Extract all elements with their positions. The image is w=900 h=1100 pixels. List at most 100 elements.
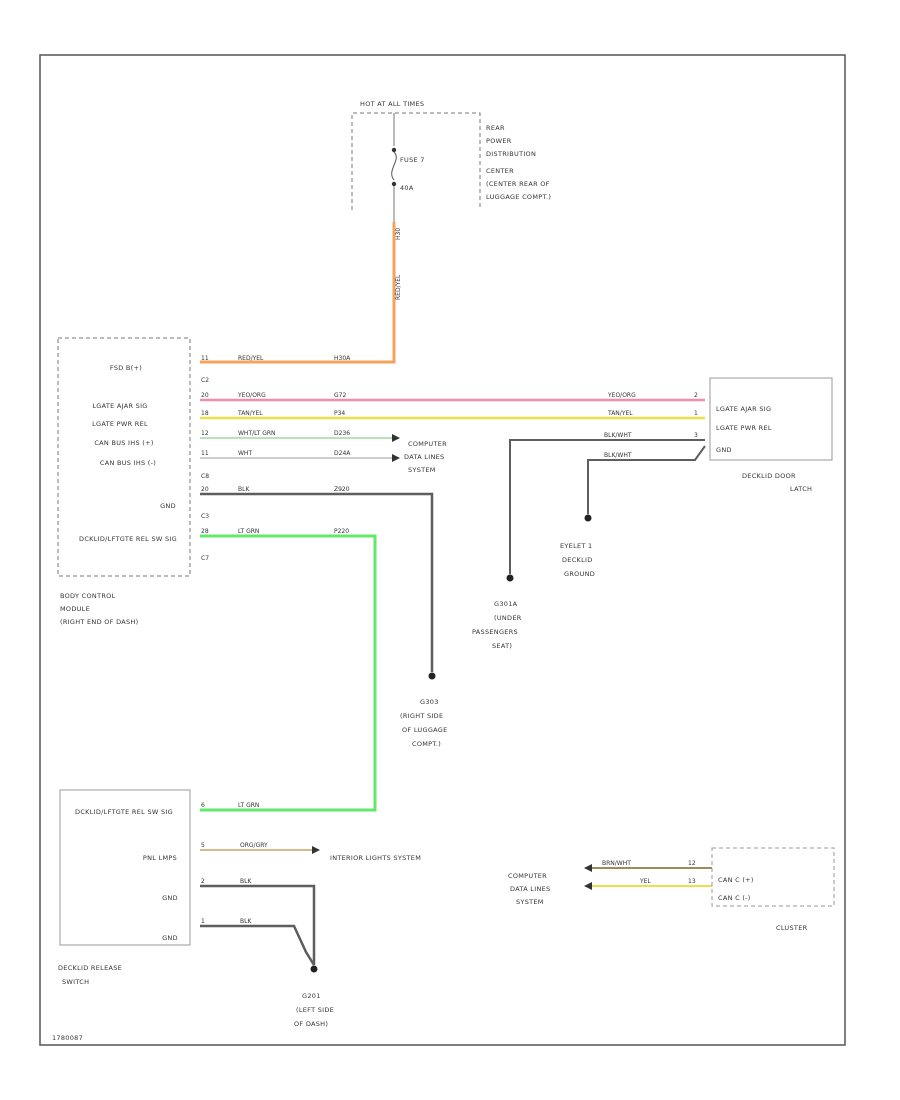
computer-data-b-0: COMPUTER xyxy=(508,872,547,880)
wire-switch-color-2: BLK xyxy=(240,878,252,885)
bcm-pin-num-6: 28 xyxy=(201,528,209,535)
g201-0: G201 xyxy=(302,992,321,1000)
bcm-pin-num-3: 12 xyxy=(201,430,209,437)
wire-switch-color-0: LT GRN xyxy=(238,802,259,809)
computer-data-0: COMPUTER xyxy=(408,440,447,448)
ground-g303 xyxy=(428,672,436,680)
switch-pin-label-2: GND xyxy=(162,894,178,902)
bcm-pin-num-2: 18 xyxy=(201,410,209,417)
switch-name-0: DECKLID RELEASE xyxy=(58,964,122,972)
wire-red-yel xyxy=(200,222,396,364)
decklid-release-switch: DCKLID/LFTGTE REL SW SIG PNL LMPS GND GN… xyxy=(58,789,205,986)
fuse-location-5: LUGGAGE COMPT.) xyxy=(486,193,551,201)
wire-cluster-pin-0: 12 xyxy=(688,860,696,867)
eyelet-1: DECKLID xyxy=(562,556,593,564)
wire-switch-gnd-1 xyxy=(200,884,316,965)
fuse-block-outline xyxy=(351,112,481,210)
cluster-name: CLUSTER xyxy=(776,924,808,932)
latch-name-1: LATCH xyxy=(790,485,812,493)
wire-bcm-color-3: WHT/LT GRN xyxy=(238,430,276,437)
fuse-location-1: POWER xyxy=(486,137,512,145)
wire-switch-color-3: BLK xyxy=(240,918,252,925)
wire-latch-color-0: YEO/ORG xyxy=(607,392,636,399)
ground-g301a xyxy=(506,574,514,582)
decklid-door-latch: LGATE AJAR SIG LGATE PWR REL GND 2 1 3 D… xyxy=(694,377,833,493)
bcm-pin-num-0: 11 xyxy=(201,355,209,362)
fuse-block: HOT AT ALL TIMES FUSE 7 40A REAR POWER D… xyxy=(351,100,551,222)
latch-pin-num-0: 2 xyxy=(694,392,698,399)
latch-pin-num-1: 1 xyxy=(694,410,698,417)
bcm-connector-c8: C8 xyxy=(201,473,209,480)
fuse-location-2: DISTRIBUTION xyxy=(486,150,536,158)
switch-name-1: SWITCH xyxy=(62,978,89,986)
fuse-amp: 40A xyxy=(400,184,414,192)
g303-1: (RIGHT SIDE xyxy=(400,712,443,720)
switch-pin-num-2: 2 xyxy=(201,878,205,885)
bcm-connector-c7: C7 xyxy=(201,555,209,562)
g301-1: (UNDER xyxy=(494,614,522,622)
eyelet-0: EYELET 1 xyxy=(560,542,593,550)
fuse-location-0: REAR xyxy=(486,124,505,132)
ground-eyelet xyxy=(584,514,592,522)
wire-switch-gnd-2 xyxy=(200,924,316,966)
wire-cluster-pin-1: 13 xyxy=(688,878,696,885)
wire-bcm-circuit-3: D236 xyxy=(334,430,350,437)
latch-pin-label-1: LGATE PWR REL xyxy=(716,424,772,432)
wire-bcm-color-0: RED/YEL xyxy=(238,355,264,362)
bcm-pin-label-3: CAN BUS IHS (+) xyxy=(94,439,153,447)
latch-pin-label-2: GND xyxy=(716,446,732,454)
computer-data-1: DATA LINES xyxy=(404,453,444,461)
switch-pin-num-3: 1 xyxy=(201,918,205,925)
wire-latch-color-3: BLK/WHT xyxy=(604,452,632,459)
g301-0: G301A xyxy=(494,600,518,608)
g301-2: PASSENGERS xyxy=(472,628,518,636)
latch-pin-label-0: LGATE AJAR SIG xyxy=(716,405,771,413)
switch-pin-num-0: 6 xyxy=(201,802,205,809)
cluster-pin-label-0: CAN C (+) xyxy=(718,876,754,884)
bcm-pin-label-1: LGATE AJAR SIG xyxy=(92,402,147,410)
g201-2: OF DASH) xyxy=(294,1020,328,1028)
wire-latch-gnd-1 xyxy=(509,439,705,574)
body-control-module: FSD B(+) LGATE AJAR SIG LGATE PWR REL CA… xyxy=(57,337,209,626)
latch-outline xyxy=(709,377,833,461)
g303-2: OF LUGGAGE xyxy=(402,726,448,734)
wire-fuse-color: RED/YEL xyxy=(395,274,402,300)
wire-bcm-circuit-5: Z920 xyxy=(334,486,350,493)
diagram-frame xyxy=(39,54,846,1046)
g301-3: SEAT) xyxy=(492,642,512,650)
computer-data-2: SYSTEM xyxy=(408,466,436,474)
g201-1: (LEFT SIDE xyxy=(296,1006,334,1014)
wire-cluster-color-0: BRN/WHT xyxy=(602,860,631,867)
bcm-pin-label-0: FSD B(+) xyxy=(110,364,142,372)
switch-pin-label-0: DCKLID/LFTGTE REL SW SIG xyxy=(75,808,173,816)
switch-outline xyxy=(59,789,191,946)
wire-bcm-color-4: WHT xyxy=(238,450,252,457)
wire-lt-grn xyxy=(200,534,377,812)
wire-bcm-color-5: BLK xyxy=(238,486,250,493)
computer-data-b-2: SYSTEM xyxy=(516,898,544,906)
bcm-pin-num-1: 20 xyxy=(201,392,209,399)
bcm-pin-num-5: 20 xyxy=(201,486,209,493)
bcm-connector-c2: C2 xyxy=(201,377,209,384)
bcm-pin-label-6: DCKLID/LFTGTE REL SW SIG xyxy=(79,535,177,543)
fuse-hot-label: HOT AT ALL TIMES xyxy=(360,100,424,108)
wire-fuse-circuit: H30 xyxy=(395,228,402,240)
switch-pin-num-1: 5 xyxy=(201,842,205,849)
wire-bcm-circuit-2: P34 xyxy=(334,410,345,417)
eyelet-2: GROUND xyxy=(564,570,595,578)
wire-bcm-circuit-0: H30A xyxy=(334,355,351,362)
latch-pin-num-2: 3 xyxy=(694,432,698,439)
wire-latch-color-2: BLK/WHT xyxy=(604,432,632,439)
fuse-name: FUSE 7 xyxy=(400,156,425,164)
bcm-name-2: (RIGHT END OF DASH) xyxy=(60,618,138,626)
wire-bcm-color-1: YEO/ORG xyxy=(237,392,266,399)
wire-bcm-gnd xyxy=(200,492,434,672)
bcm-connector-c3: C3 xyxy=(201,513,209,520)
wire-latch-color-1: TAN/YEL xyxy=(607,410,633,417)
computer-data-b-1: DATA LINES xyxy=(510,885,550,893)
wire-switch-color-1: ORG/GRY xyxy=(240,842,268,849)
switch-pin-label-3: GND xyxy=(162,934,178,942)
bcm-name-1: MODULE xyxy=(60,605,90,613)
switch-pin-label-1: PNL LMPS xyxy=(143,854,177,862)
